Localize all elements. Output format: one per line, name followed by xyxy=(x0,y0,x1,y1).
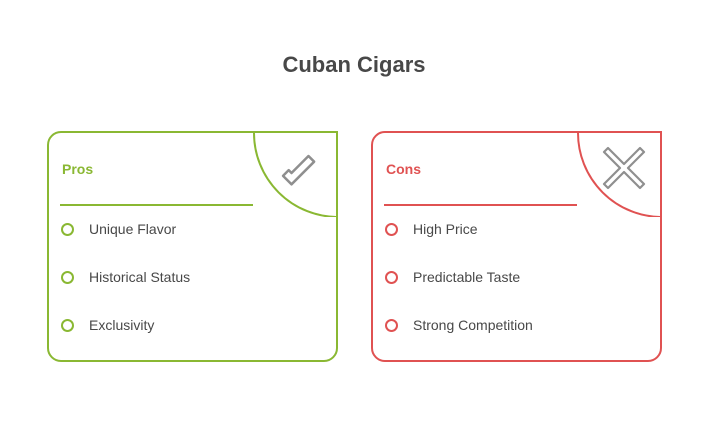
list-item: High Price xyxy=(385,219,478,239)
pros-heading: Pros xyxy=(62,161,94,177)
bullet-icon xyxy=(61,222,74,236)
x-icon xyxy=(602,146,646,190)
pros-divider xyxy=(60,204,253,206)
list-item: Strong Competition xyxy=(385,315,533,335)
pros-card: Pros Unique Flavor Historical Status Exc… xyxy=(47,131,338,362)
cons-corner xyxy=(577,133,660,217)
item-label: Exclusivity xyxy=(89,317,155,333)
bullet-icon xyxy=(385,318,398,332)
diagram-title: Cuban Cigars xyxy=(282,52,426,77)
pros-corner xyxy=(253,133,336,217)
cons-divider xyxy=(384,204,577,206)
list-item: Exclusivity xyxy=(61,315,154,335)
item-label: High Price xyxy=(413,221,478,237)
item-label: Unique Flavor xyxy=(89,221,177,237)
bullet-icon xyxy=(385,222,398,236)
list-item: Historical Status xyxy=(61,267,190,287)
cons-card: Cons High Price Predictable Taste Strong… xyxy=(371,131,662,362)
cons-heading: Cons xyxy=(386,161,421,177)
bullet-icon xyxy=(61,318,74,332)
list-item: Unique Flavor xyxy=(61,219,176,239)
item-label: Strong Competition xyxy=(413,317,533,333)
item-label: Historical Status xyxy=(89,269,191,285)
item-label: Predictable Taste xyxy=(413,269,521,285)
bullet-icon xyxy=(385,270,398,284)
list-item: Predictable Taste xyxy=(385,267,520,287)
bullet-icon xyxy=(61,270,74,284)
check-icon xyxy=(281,154,316,186)
